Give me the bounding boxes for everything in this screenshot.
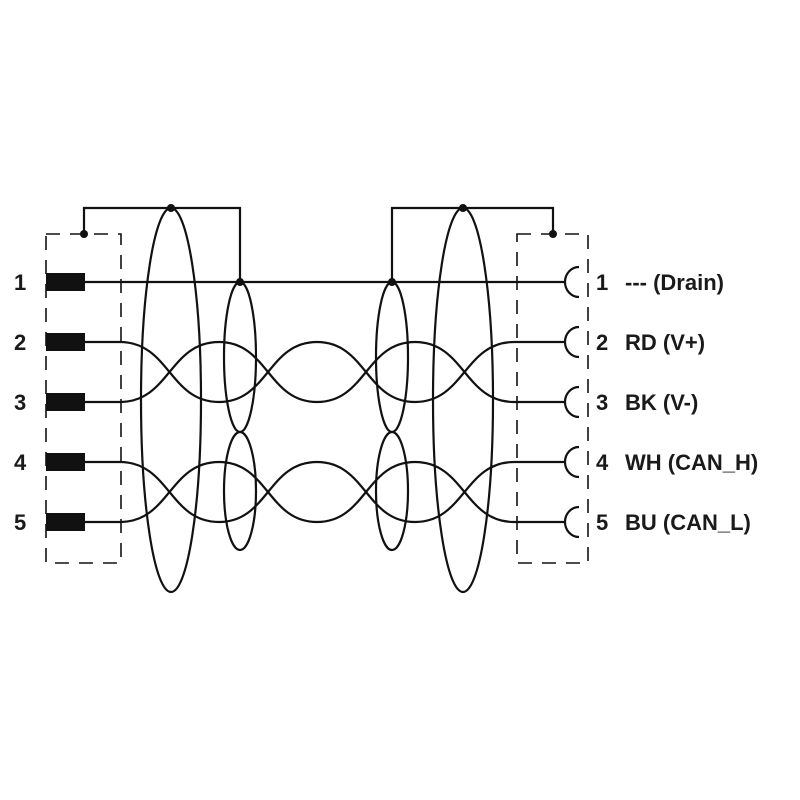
right-pin-number: 5 xyxy=(596,510,608,535)
junction-dot xyxy=(459,204,467,212)
socket-contact-icon xyxy=(563,385,580,419)
pin-contact xyxy=(46,513,85,531)
twisted-pair-wire xyxy=(85,460,565,524)
twisted-pair-wire xyxy=(85,340,565,404)
right-pin-label: BK (V-) xyxy=(625,390,698,415)
pin-contact xyxy=(46,393,85,411)
socket-contact-icon xyxy=(563,445,580,479)
left-pin-number: 1 xyxy=(14,270,26,295)
left-shield-wire xyxy=(82,206,242,282)
left-overall-shield xyxy=(139,206,203,594)
junction-dot xyxy=(236,278,244,286)
left-pair-shield-top xyxy=(222,280,258,434)
right-connector-housing xyxy=(516,233,589,564)
right-pin-number: 2 xyxy=(596,330,608,355)
left-pin-number: 4 xyxy=(14,450,27,475)
right-pin-label: RD (V+) xyxy=(625,330,705,355)
junction-dot xyxy=(549,230,557,238)
pin-contact xyxy=(46,333,85,351)
left-pin-number: 2 xyxy=(14,330,26,355)
right-pin-number: 4 xyxy=(596,450,609,475)
left-pin-number: 3 xyxy=(14,390,26,415)
junction-dot xyxy=(80,230,88,238)
right-pin-label: --- (Drain) xyxy=(625,270,724,295)
pin-contact xyxy=(46,273,85,291)
pin-contact xyxy=(46,453,85,471)
socket-contact-icon xyxy=(563,325,580,359)
right-overall-shield xyxy=(431,206,495,594)
left-pin-number: 5 xyxy=(14,510,26,535)
right-pin-label: WH (CAN_H) xyxy=(625,450,758,475)
socket-contact-icon xyxy=(563,265,580,299)
right-pin-number: 3 xyxy=(596,390,608,415)
left-pair-shield-bottom xyxy=(222,430,258,552)
socket-contact-icon xyxy=(563,505,580,539)
junction-dot xyxy=(388,278,396,286)
twisted-pair-wire xyxy=(85,460,565,524)
right-pin-label: BU (CAN_L) xyxy=(625,510,751,535)
right-shield-wire xyxy=(390,206,555,282)
twisted-pair-wire xyxy=(85,340,565,404)
right-pair-shield-bottom xyxy=(374,430,410,552)
junction-dot xyxy=(167,204,175,212)
right-pin-number: 1 xyxy=(596,270,608,295)
